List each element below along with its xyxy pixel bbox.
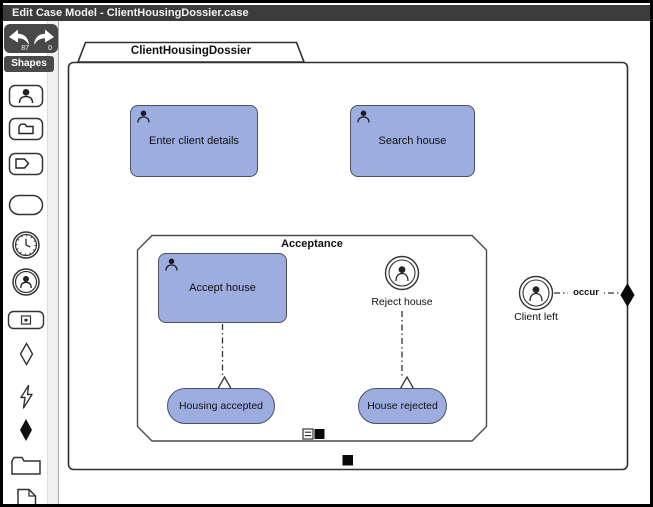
user-icon	[357, 110, 370, 123]
redo-button[interactable]: 0	[31, 26, 56, 52]
palette-item-case-file-folder[interactable]	[3, 453, 49, 476]
connector-occur-label: occur	[568, 287, 604, 298]
user-event-client-left[interactable]	[518, 275, 554, 311]
milestone-label: House rejected	[367, 400, 438, 412]
palette-item-entry-criterion[interactable]	[3, 342, 49, 366]
palette-item-plan-fragment[interactable]	[3, 310, 49, 330]
undo-count: 87	[21, 45, 29, 52]
undo-icon	[8, 29, 29, 45]
user-icon	[165, 258, 178, 271]
stage-acceptance-label: Acceptance	[281, 238, 343, 250]
palette-item-task[interactable]	[3, 194, 49, 216]
event-client-left-label: Client left	[514, 311, 558, 323]
undo-redo-group: 87 0	[4, 24, 58, 53]
window-title: Edit Case Model - ClientHousingDossier.c…	[12, 7, 249, 19]
redo-icon	[33, 29, 54, 45]
task-label: Enter client details	[149, 135, 239, 147]
case-file-document-icon	[16, 488, 36, 507]
user-event-reject-house[interactable]	[384, 255, 420, 291]
palette-header: Shapes	[4, 56, 54, 72]
window-title-bar: Edit Case Model - ClientHousingDossier.c…	[3, 5, 650, 21]
timer-event-icon	[12, 231, 40, 259]
process-task-icon	[8, 152, 44, 176]
case-file-folder-icon	[11, 456, 41, 475]
palette-item-exit-criterion[interactable]	[3, 418, 49, 442]
entry-criterion-icon	[19, 342, 33, 366]
milestone-house-rejected[interactable]: House rejected	[358, 388, 447, 424]
palette-item-event[interactable]	[3, 384, 49, 410]
case-plan-black-marker	[342, 455, 353, 466]
event-reject-house-label: Reject house	[371, 296, 433, 308]
plan-fragment-icon	[7, 310, 45, 330]
task-label: Search house	[378, 135, 447, 147]
exit-criterion-case[interactable]	[620, 283, 635, 307]
task-enter-client-details[interactable]: Enter client details	[130, 105, 258, 177]
event-icon	[19, 384, 33, 409]
stage-black-marker	[314, 429, 325, 439]
undo-button[interactable]: 87	[6, 26, 31, 52]
user-icon	[137, 110, 150, 123]
task-search-house[interactable]: Search house	[350, 105, 475, 177]
stage-expand-marker[interactable]	[302, 428, 314, 440]
palette-item-timer-event[interactable]	[3, 230, 49, 260]
exit-criterion-icon	[20, 419, 32, 441]
task-accept-house[interactable]: Accept house	[158, 253, 287, 323]
case-task-icon	[8, 117, 44, 141]
palette-scrollbar[interactable]	[47, 21, 59, 504]
palette-item-process-task[interactable]	[3, 152, 49, 176]
task-icon	[8, 194, 44, 216]
task-label: Accept house	[189, 282, 256, 294]
palette-item-case-file-document[interactable]	[3, 488, 49, 507]
palette-item-user-event[interactable]	[3, 267, 49, 297]
milestone-label: Housing accepted	[178, 400, 264, 412]
user-event-icon	[12, 268, 40, 296]
case-plan-title[interactable]: ClientHousingDossier	[130, 45, 252, 57]
redo-count: 0	[48, 45, 52, 52]
human-task-icon	[8, 84, 44, 108]
palette-item-human-task[interactable]	[3, 84, 49, 108]
palette-item-case-task[interactable]	[3, 117, 49, 141]
milestone-housing-accepted[interactable]: Housing accepted	[167, 388, 275, 424]
